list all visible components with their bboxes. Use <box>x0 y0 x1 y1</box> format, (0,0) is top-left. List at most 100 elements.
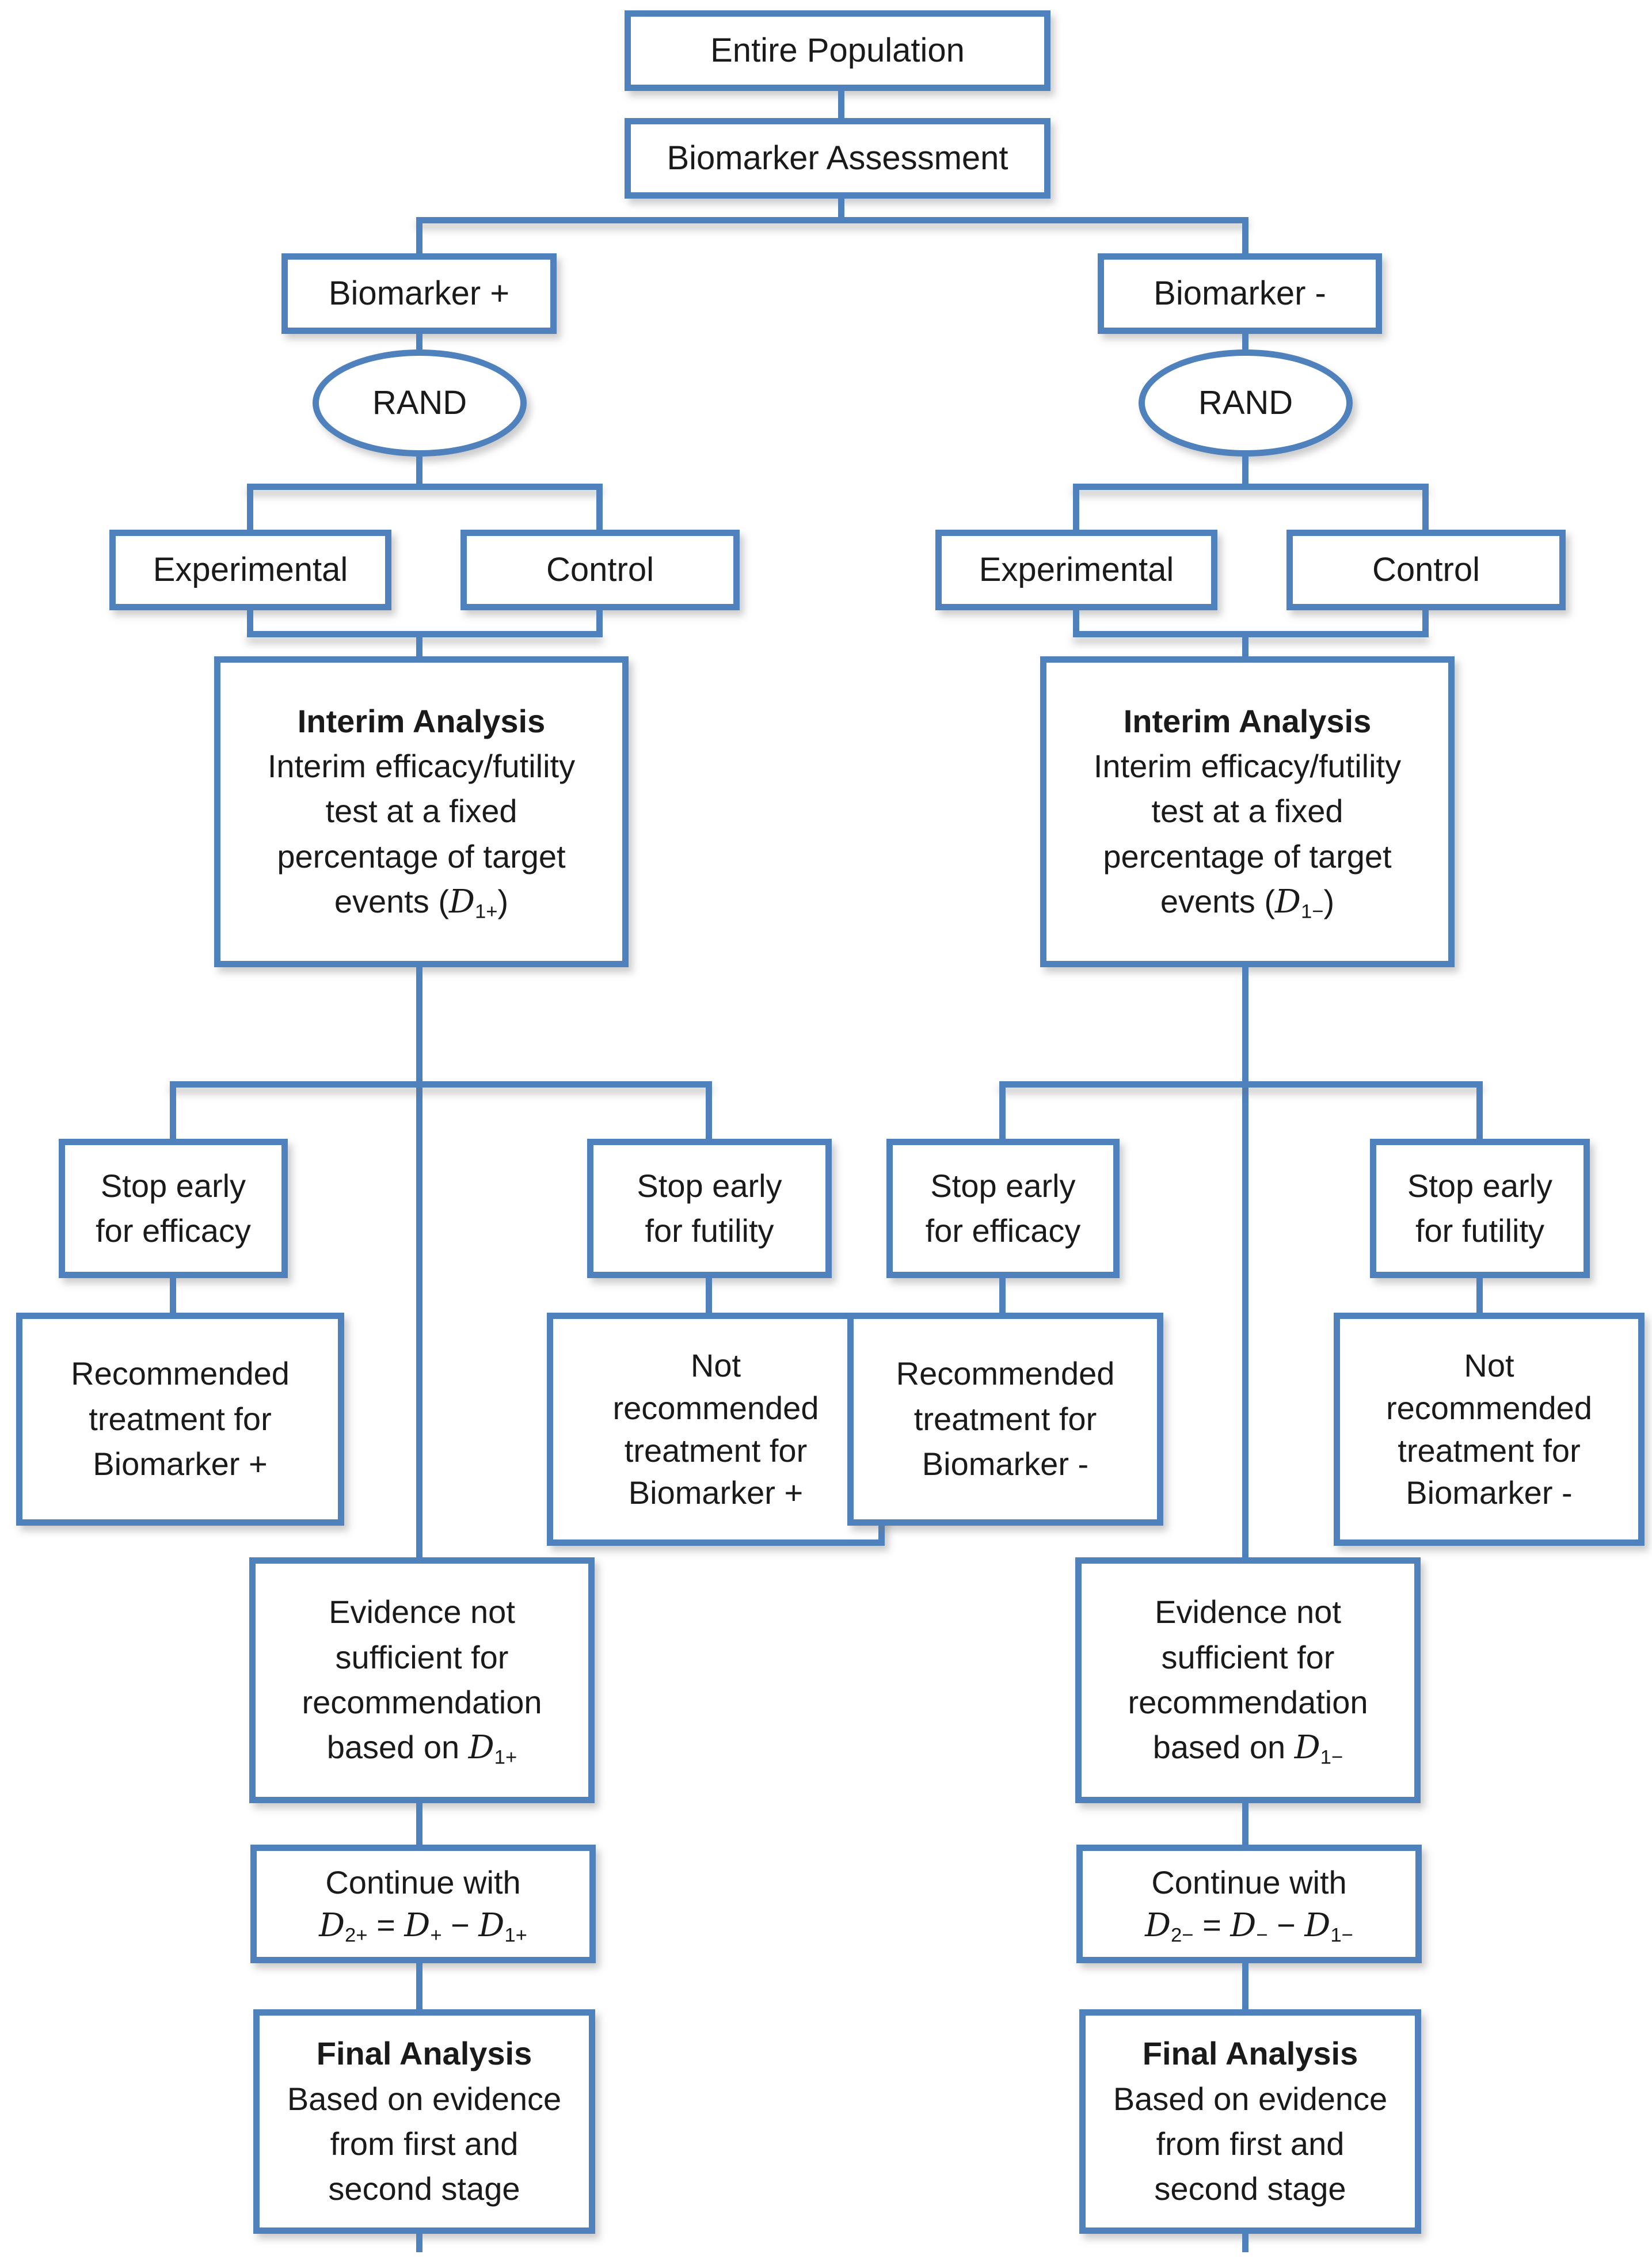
evidence-positive-box: Evidence not sufficient for recommendati… <box>249 1557 595 1803</box>
experimental-negative-box: Experimental <box>935 530 1217 610</box>
recommended-positive-label: Recommended treatment for Biomarker + <box>71 1355 290 1482</box>
connector-exp-neg-drop <box>1073 490 1079 530</box>
connector-merge-pos-down <box>416 637 422 656</box>
connector-notrec-neg-drop <box>1476 1278 1483 1313</box>
connector-root-1 <box>838 91 844 118</box>
continue-negative-math: D2− = D− − D1− <box>1145 1906 1353 1947</box>
connector-stopfut-pos-drop <box>706 1088 712 1139</box>
continue-negative-box: Continue with D2− = D− − D1− <box>1076 1845 1422 1963</box>
connector-rec-neg-drop <box>999 1278 1006 1313</box>
connector-root-2 <box>838 199 844 223</box>
biomarker-positive-box: Biomarker + <box>281 253 557 334</box>
connector-exp-neg-out <box>1073 610 1079 631</box>
biomarker-positive-label: Biomarker + <box>328 275 510 313</box>
connector-cont-neg-down <box>1242 1963 1248 2009</box>
connector-evid-pos-down <box>416 1803 422 1845</box>
experimental-positive-label: Experimental <box>153 551 348 589</box>
continue-positive-label: Continue with <box>325 1864 521 1900</box>
connector-final-pos-stub <box>416 2234 422 2252</box>
connector-interim-pos-center <box>416 967 422 1557</box>
connector-ctrl-pos-drop <box>596 490 603 530</box>
final-analysis-positive-body: Based on evidence from first and second … <box>287 2080 562 2207</box>
connector-notrec-pos-drop <box>706 1278 712 1313</box>
recommended-positive-box: Recommended treatment for Biomarker + <box>16 1313 344 1526</box>
evidence-positive-math: D1+ <box>468 1729 517 1769</box>
stop-efficacy-negative-label: Stop early for efficacy <box>925 1167 1081 1249</box>
connector-neg-to-rand <box>1242 334 1248 349</box>
interim-analysis-negative-box: Interim Analysis Interim efficacy/futili… <box>1040 656 1455 967</box>
not-recommended-negative-label: Not recommended treatment for Biomarker … <box>1386 1347 1592 1511</box>
not-recommended-negative-box: Not recommended treatment for Biomarker … <box>1334 1313 1645 1546</box>
interim-analysis-negative-title: Interim Analysis <box>1123 702 1372 739</box>
rand-negative-label: RAND <box>1198 384 1293 422</box>
final-analysis-negative-title: Final Analysis <box>1142 2035 1358 2072</box>
not-recommended-positive-label: Not recommended treatment for Biomarker … <box>612 1347 819 1511</box>
evidence-positive-label: Evidence not sufficient for recommendati… <box>302 1594 542 1769</box>
recommended-negative-box: Recommended treatment for Biomarker - <box>847 1313 1163 1526</box>
control-negative-box: Control <box>1286 530 1566 610</box>
stop-efficacy-positive-box: Stop early for efficacy <box>59 1139 288 1278</box>
connector-arms-neg-merge <box>1073 631 1429 637</box>
stop-efficacy-positive-label: Stop early for efficacy <box>96 1167 251 1249</box>
connector-exp-pos-drop <box>247 490 253 530</box>
connector-stopeff-neg-drop <box>999 1088 1006 1139</box>
evidence-negative-box: Evidence not sufficient for recommendati… <box>1075 1557 1421 1803</box>
biomarker-negative-box: Biomarker - <box>1098 253 1382 334</box>
connector-stopeff-pos-drop <box>170 1088 176 1139</box>
connector-drop-negative <box>1242 223 1248 253</box>
entire-population-box: Entire Population <box>625 10 1050 91</box>
connector-interim-neg-center <box>1242 967 1248 1557</box>
stop-futility-positive-box: Stop early for futility <box>587 1139 832 1278</box>
connector-ctrl-pos-out <box>596 610 603 631</box>
biomarker-negative-label: Biomarker - <box>1154 275 1326 313</box>
control-positive-label: Control <box>546 551 654 589</box>
control-positive-box: Control <box>460 530 740 610</box>
connector-ctrl-neg-drop <box>1422 490 1429 530</box>
connector-branch-neg <box>999 1081 1483 1088</box>
stop-futility-positive-label: Stop early for futility <box>637 1167 782 1249</box>
interim-analysis-negative-body: Interim efficacy/futility test at a fixe… <box>1093 747 1402 923</box>
interim-analysis-positive-body: Interim efficacy/futility test at a fixe… <box>267 747 576 923</box>
connector-final-neg-stub <box>1242 2234 1248 2252</box>
final-analysis-negative-box: Final Analysis Based on evidence from fi… <box>1079 2009 1421 2234</box>
connector-root-split <box>416 217 1248 223</box>
continue-positive-box: Continue with D2+ = D+ − D1+ <box>250 1845 596 1963</box>
connector-merge-neg-down <box>1242 637 1248 656</box>
not-recommended-positive-box: Not recommended treatment for Biomarker … <box>547 1313 885 1546</box>
connector-exp-pos-out <box>247 610 253 631</box>
connector-arms-pos-merge <box>247 631 603 637</box>
connector-cont-pos-down <box>416 1963 422 2009</box>
continue-negative-label: Continue with <box>1151 1864 1347 1900</box>
connector-rec-pos-drop <box>170 1278 176 1313</box>
stop-efficacy-negative-box: Stop early for efficacy <box>886 1139 1120 1278</box>
final-analysis-positive-title: Final Analysis <box>316 2035 532 2072</box>
biomarker-assessment-label: Biomarker Assessment <box>667 139 1008 177</box>
rand-ellipse-positive: RAND <box>313 349 527 457</box>
continue-positive-math: D2+ = D+ − D1+ <box>319 1906 527 1947</box>
final-analysis-positive-box: Final Analysis Based on evidence from fi… <box>253 2009 595 2234</box>
connector-pos-to-rand <box>416 334 422 349</box>
final-analysis-negative-body: Based on evidence from first and second … <box>1113 2080 1388 2207</box>
connector-arms-neg-top <box>1073 484 1429 490</box>
connector-stopfut-neg-drop <box>1476 1088 1483 1139</box>
rand-ellipse-negative: RAND <box>1139 349 1353 457</box>
recommended-negative-label: Recommended treatment for Biomarker - <box>896 1355 1115 1482</box>
evidence-negative-label: Evidence not sufficient for recommendati… <box>1128 1594 1368 1769</box>
connector-drop-positive <box>416 223 422 253</box>
control-negative-label: Control <box>1372 551 1480 589</box>
biomarker-assessment-box: Biomarker Assessment <box>625 118 1050 199</box>
connector-ctrl-neg-out <box>1422 610 1429 631</box>
rand-positive-label: RAND <box>372 384 467 422</box>
interim-negative-events-math: (D1−) <box>1264 883 1335 923</box>
experimental-positive-box: Experimental <box>109 530 391 610</box>
connector-branch-pos <box>170 1081 712 1088</box>
connector-rand-neg-down <box>1242 457 1248 484</box>
stop-futility-negative-box: Stop early for futility <box>1370 1139 1590 1278</box>
interim-positive-events-math: (D1+) <box>438 883 509 923</box>
experimental-negative-label: Experimental <box>979 551 1174 589</box>
stop-futility-negative-label: Stop early for futility <box>1407 1167 1553 1249</box>
connector-rand-pos-down <box>416 457 422 484</box>
evidence-negative-math: D1− <box>1294 1729 1343 1769</box>
connector-evid-neg-down <box>1242 1803 1248 1845</box>
